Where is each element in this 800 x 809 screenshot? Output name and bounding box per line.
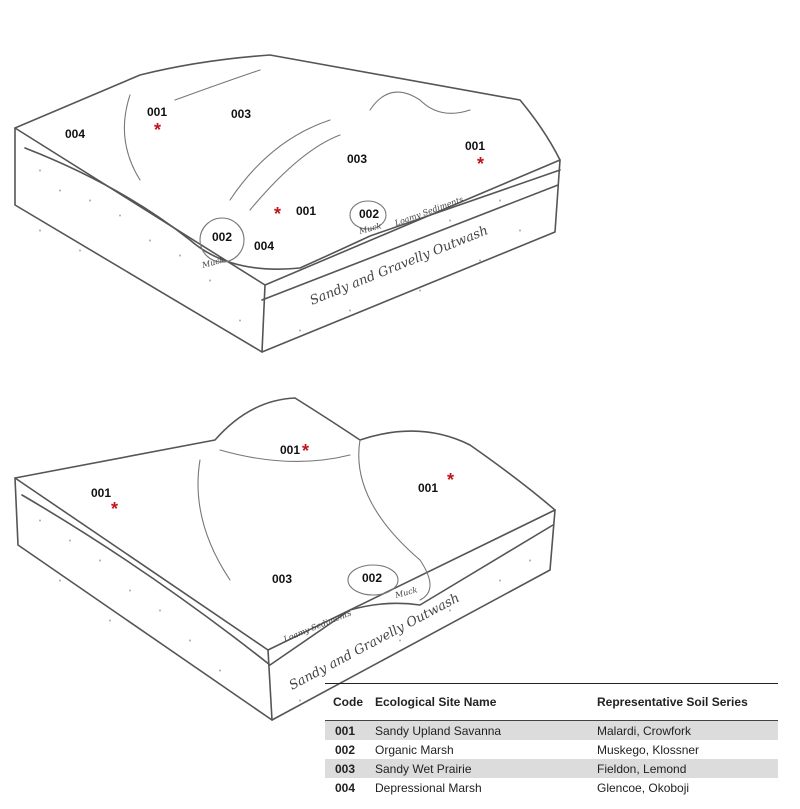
star-marker-icon: * xyxy=(274,204,281,224)
loamy-layer-label: Loamy Sediments xyxy=(281,608,352,644)
site-code-label: 001 xyxy=(296,204,316,218)
table-row: 002 Organic Marsh Muskego, Klossner xyxy=(325,740,778,759)
ridge-lines xyxy=(197,439,431,601)
site-code-label: 001 xyxy=(147,105,167,119)
cell-code: 001 xyxy=(335,723,356,738)
top-left-face xyxy=(14,127,266,353)
star-marker-icon: * xyxy=(302,441,309,461)
muck-label: Muck xyxy=(357,221,382,236)
site-code-label: 003 xyxy=(231,107,251,121)
top-surface-outline xyxy=(14,54,561,286)
star-marker-icon: * xyxy=(477,154,484,174)
site-code-label: 001 xyxy=(465,139,485,153)
bottom-right-face xyxy=(271,509,556,721)
site-code-label: 003 xyxy=(347,152,367,166)
header-code: Code xyxy=(333,695,363,709)
ecological-site-legend-table: Code Ecological Site Name Representative… xyxy=(325,683,778,797)
ridge-lines xyxy=(123,69,471,263)
table-header: Code Ecological Site Name Representative… xyxy=(325,684,778,721)
site-code-label: 001 xyxy=(91,486,111,500)
cell-site-name: Sandy Wet Prairie xyxy=(375,761,472,776)
cell-code: 003 xyxy=(335,761,356,776)
site-code-label: 003 xyxy=(272,572,292,586)
header-soil-series: Representative Soil Series xyxy=(597,695,748,709)
site-code-label: 004 xyxy=(254,239,274,253)
table-row: 004 Depressional Marsh Glencoe, Okoboji xyxy=(325,778,778,797)
top-soil-stipple xyxy=(39,169,521,332)
cell-site-name: Organic Marsh xyxy=(375,742,454,757)
cell-code: 004 xyxy=(335,780,356,795)
site-code-label: 001 xyxy=(280,443,300,457)
star-marker-icon: * xyxy=(447,470,454,490)
cell-site-name: Depressional Marsh xyxy=(375,780,482,795)
bottom-block-diagram: 001 * 001 * 001 * 003 002 Loamy Sediment… xyxy=(14,397,556,721)
cell-soil-series: Fieldon, Lemond xyxy=(597,761,687,776)
table-row: 003 Sandy Wet Prairie Fieldon, Lemond xyxy=(325,759,778,778)
cell-soil-series: Glencoe, Okoboji xyxy=(597,780,690,795)
site-code-label: 001 xyxy=(418,481,438,495)
cell-code: 002 xyxy=(335,742,356,757)
bottom-soil-stipple xyxy=(39,519,531,702)
bottom-surface-outline xyxy=(14,397,556,651)
outwash-boundary xyxy=(261,184,559,301)
loamy-layer-boundary xyxy=(24,147,561,270)
site-code-label: 004 xyxy=(65,127,85,141)
site-code-label: 002 xyxy=(362,571,382,585)
site-code-label: 002 xyxy=(212,230,232,244)
top-block-diagram: 004 001 * 003 003 001 * 001 * 002 002 00… xyxy=(14,54,561,353)
cell-soil-series: Muskego, Klossner xyxy=(597,742,700,757)
loamy-layer-boundary xyxy=(21,494,554,666)
header-site-name: Ecological Site Name xyxy=(375,695,497,709)
bottom-left-face xyxy=(14,477,273,721)
table-row: 001 Sandy Upland Savanna Malardi, Crowfo… xyxy=(325,721,778,740)
top-right-face xyxy=(261,159,561,353)
muck-label: Muck xyxy=(200,255,225,270)
site-code-label: 002 xyxy=(359,207,379,221)
outwash-layer-label: Sandy and Gravelly Outwash xyxy=(287,591,462,694)
loamy-layer-label: Loamy Sediments xyxy=(393,195,465,229)
cell-soil-series: Malardi, Crowfork xyxy=(597,723,692,738)
star-marker-icon: * xyxy=(154,120,161,140)
cell-site-name: Sandy Upland Savanna xyxy=(375,723,502,738)
star-marker-icon: * xyxy=(111,499,118,519)
